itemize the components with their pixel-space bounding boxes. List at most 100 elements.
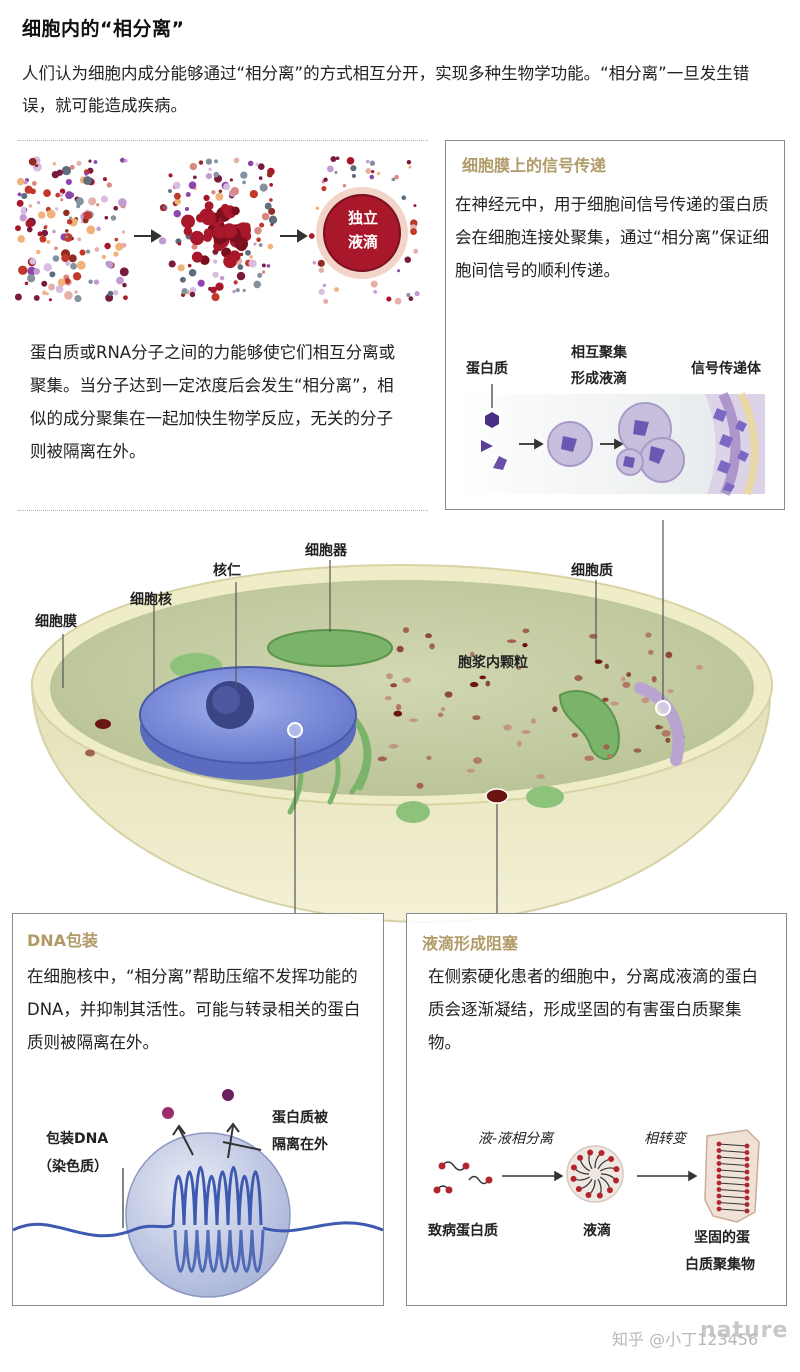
excluded-protein [222, 1089, 234, 1101]
molecule-dot [41, 229, 49, 237]
molecule-dot [64, 278, 71, 284]
molecule-dot [16, 199, 24, 207]
molecule-dot [35, 249, 41, 255]
granule [648, 649, 654, 655]
membrane-outer [737, 392, 759, 496]
granule [610, 701, 619, 706]
fibril-end [744, 1156, 750, 1162]
granule [521, 729, 531, 734]
molecule-dot [118, 198, 127, 207]
granule [395, 704, 402, 711]
label-solid-2: 白质聚集物 [685, 1257, 755, 1273]
molecule-dot [229, 178, 233, 182]
fibril-end [744, 1169, 750, 1175]
label-cytoplasm: 细胞质 [571, 563, 613, 579]
molecule-dot [173, 181, 181, 190]
molecule-dot [242, 222, 251, 231]
granule [377, 756, 387, 762]
droplet-surroundings [308, 156, 420, 305]
phase-description: 蛋白质或RNA分子之间的力能够使它们相互分离或聚集。当分子达到一定浓度后会发生“… [30, 343, 396, 461]
molecule-dot [406, 159, 412, 165]
molecule-dot [334, 287, 339, 292]
molecule-dot [20, 206, 27, 212]
molecule-dot [386, 296, 392, 302]
molecule-dot [25, 219, 34, 228]
molecule-dot [174, 198, 182, 205]
molecule-dot [322, 283, 327, 288]
molecule-dot [119, 267, 129, 277]
molecule-dot [48, 283, 56, 291]
fibril [718, 1189, 748, 1192]
molecule-dot [210, 286, 217, 294]
molecule-dot [177, 241, 182, 246]
granule [621, 676, 626, 682]
molecule-dot [113, 251, 119, 257]
molecule-dot [365, 167, 372, 174]
label-pathogenic-protein: 致病蛋白质 [428, 1223, 498, 1239]
fibril-end [716, 1174, 722, 1179]
molecule-dot [28, 204, 33, 208]
molecule-dot [326, 165, 334, 173]
fibril [718, 1202, 748, 1205]
molecule-dot [43, 263, 52, 272]
molecule-dot [86, 225, 96, 235]
molecule-dot [192, 175, 197, 180]
protein-triangle-icon [481, 440, 493, 452]
molecule-dot [60, 198, 64, 202]
granule [469, 681, 479, 688]
droplet-protein [596, 1192, 603, 1199]
granule [426, 755, 432, 761]
molecule-dot [413, 204, 417, 208]
molecule-dot [315, 206, 320, 210]
molecule-dot [219, 275, 225, 281]
organelle [396, 801, 430, 823]
molecule-dot [41, 280, 48, 287]
fibril [718, 1169, 748, 1173]
molecule-dot [245, 249, 251, 256]
molecule-dot [48, 298, 52, 302]
granule [645, 632, 652, 638]
zoom-marker [655, 700, 671, 716]
arrow-icon [134, 229, 162, 243]
molecule-dot [28, 157, 37, 166]
molecule-dot [404, 256, 412, 264]
molecule-dot [61, 254, 70, 263]
molecule-dot [258, 243, 263, 247]
fibril-end [744, 1176, 750, 1181]
label-cluster-1: 相互聚集 [571, 345, 627, 361]
fibril [718, 1208, 748, 1212]
molecule-dot [212, 271, 219, 278]
granule [388, 744, 399, 749]
fibril-end [744, 1208, 750, 1214]
molecule-dot [203, 194, 210, 202]
molecule-dot [394, 174, 399, 180]
molecule-dot [16, 177, 25, 186]
molecule-dot [24, 281, 29, 286]
molecule-dot [66, 219, 73, 225]
molecule-dot [318, 288, 325, 295]
signal-panel-text: 在神经元中，用于细胞间信号传递的蛋白质会在细胞连接处聚集，通过“相分离”保证细胞… [455, 195, 770, 280]
molecule-dot [408, 165, 412, 169]
granule [696, 664, 703, 670]
molecule-dot [168, 260, 176, 268]
molecule-dot [52, 255, 60, 262]
granule [85, 749, 95, 757]
granule [408, 718, 419, 723]
molecule-dot [211, 190, 216, 195]
molecule-dot [248, 259, 257, 268]
molecule-dot [179, 276, 186, 283]
molecule-dot [414, 291, 420, 297]
molecule-dot [55, 192, 60, 198]
molecule-dot [64, 291, 73, 300]
molecule-dot [261, 263, 266, 268]
droplet-protein [598, 1149, 605, 1156]
molecule-dot [104, 215, 109, 220]
molecule-dot [93, 279, 100, 285]
fibril-end [744, 1195, 750, 1201]
fibril-end [716, 1154, 722, 1160]
molecule-dot [408, 296, 414, 302]
label-excluded-2: 隔离在外 [272, 1137, 328, 1153]
molecule-dot [96, 226, 101, 232]
blockage-panel-title: 液滴形成阻塞 [422, 934, 519, 953]
molecule-dot [253, 280, 262, 289]
